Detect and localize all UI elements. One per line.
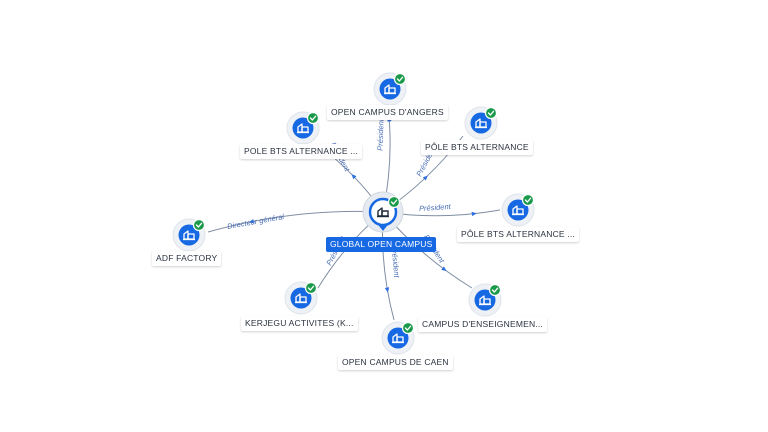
building-icon [377, 207, 389, 218]
building-icon [295, 293, 307, 304]
edge-arrow-pole2 [422, 175, 428, 181]
center-node[interactable] [362, 191, 404, 233]
edge-arrow-adf [248, 219, 255, 224]
company-label-campus[interactable]: CAMPUS D'ENSEIGNEMEN... [418, 317, 547, 332]
verified-check-icon [306, 111, 320, 125]
building-icon [512, 205, 524, 216]
edge-arrow-pole1 [351, 174, 357, 180]
building-icon [475, 118, 487, 129]
building-icon [479, 295, 491, 306]
company-node-pole2[interactable] [464, 106, 498, 140]
company-label-kerjegu[interactable]: KERJEGU ACTIVITES (K... [241, 316, 358, 331]
building-icon [384, 84, 396, 95]
verified-check-icon [192, 218, 206, 232]
building-icon [297, 123, 309, 134]
edge-arrow-pole3 [471, 211, 477, 217]
company-node-adf[interactable] [172, 218, 206, 252]
company-label-pole3[interactable]: PÔLE BTS ALTERNANCE ... [457, 227, 580, 242]
edge-label-caen: Président [390, 246, 402, 279]
edge-label-adf: Directeur général [226, 212, 285, 231]
building-icon [183, 230, 195, 241]
edge-label-pole3: Président [419, 202, 452, 213]
company-label-pole1[interactable]: POLE BTS ALTERNANCE ... [240, 144, 363, 159]
edge-arrow-caen [384, 287, 390, 293]
company-node-kerjegu[interactable] [284, 281, 318, 315]
company-label-adf[interactable]: ADF FACTORY [152, 251, 222, 266]
verified-check-icon [304, 281, 318, 295]
edge-arrow-campus [441, 266, 447, 272]
verified-check-icon [387, 195, 401, 209]
verified-check-icon [484, 106, 498, 120]
company-label-pole2[interactable]: PÔLE BTS ALTERNANCE [421, 140, 533, 155]
building-icon [392, 333, 404, 344]
verified-check-icon [401, 321, 415, 335]
company-label-angers[interactable]: OPEN CAMPUS D'ANGERS [327, 105, 448, 120]
verified-check-icon [393, 72, 407, 86]
company-node-caen[interactable] [381, 321, 415, 355]
company-node-angers[interactable] [373, 72, 407, 106]
company-node-pole1[interactable] [286, 111, 320, 145]
company-node-campus[interactable] [468, 283, 502, 317]
edge-adf [207, 210, 384, 233]
verified-check-icon [521, 193, 535, 207]
edge-label-angers: Président [375, 118, 385, 151]
center-node-label[interactable]: GLOBAL OPEN CAMPUS [326, 237, 437, 252]
company-label-caen[interactable]: OPEN CAMPUS DE CAEN [338, 355, 453, 370]
company-node-pole3[interactable] [501, 193, 535, 227]
verified-check-icon [488, 283, 502, 297]
